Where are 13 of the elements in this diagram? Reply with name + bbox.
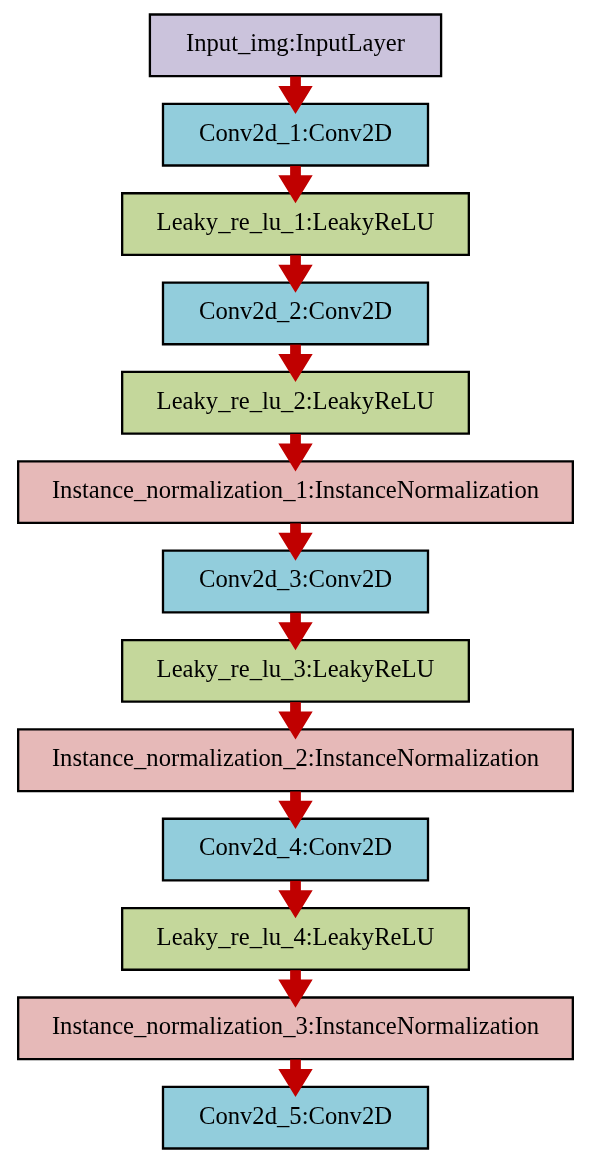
node-box: Instance_normalization_2:InstanceNormalization (16, 728, 574, 793)
node-box: Leaky_re_lu_3:LeakyReLU (120, 638, 470, 703)
node-box: Leaky_re_lu_1:LeakyReLU (120, 192, 470, 256)
node-box: Conv2d_4:Conv2D (161, 817, 429, 882)
node-box: Instance_normalization_3:InstanceNormalization (16, 996, 574, 1061)
node-box: Conv2d_2:Conv2D (161, 281, 429, 346)
node-box: Conv2d_3:Conv2D (161, 549, 429, 614)
node-box: Conv2d_1:Conv2D (161, 102, 429, 167)
node-box: Conv2d_5:Conv2D (161, 1085, 429, 1150)
node-box: Instance_normalization_1:InstanceNormalization (16, 460, 574, 525)
node-box: Leaky_re_lu_4:LeakyReLU (120, 907, 470, 971)
node-box: Input_img:InputLayer (148, 13, 442, 78)
node-box: Leaky_re_lu_2:LeakyReLU (120, 370, 470, 435)
